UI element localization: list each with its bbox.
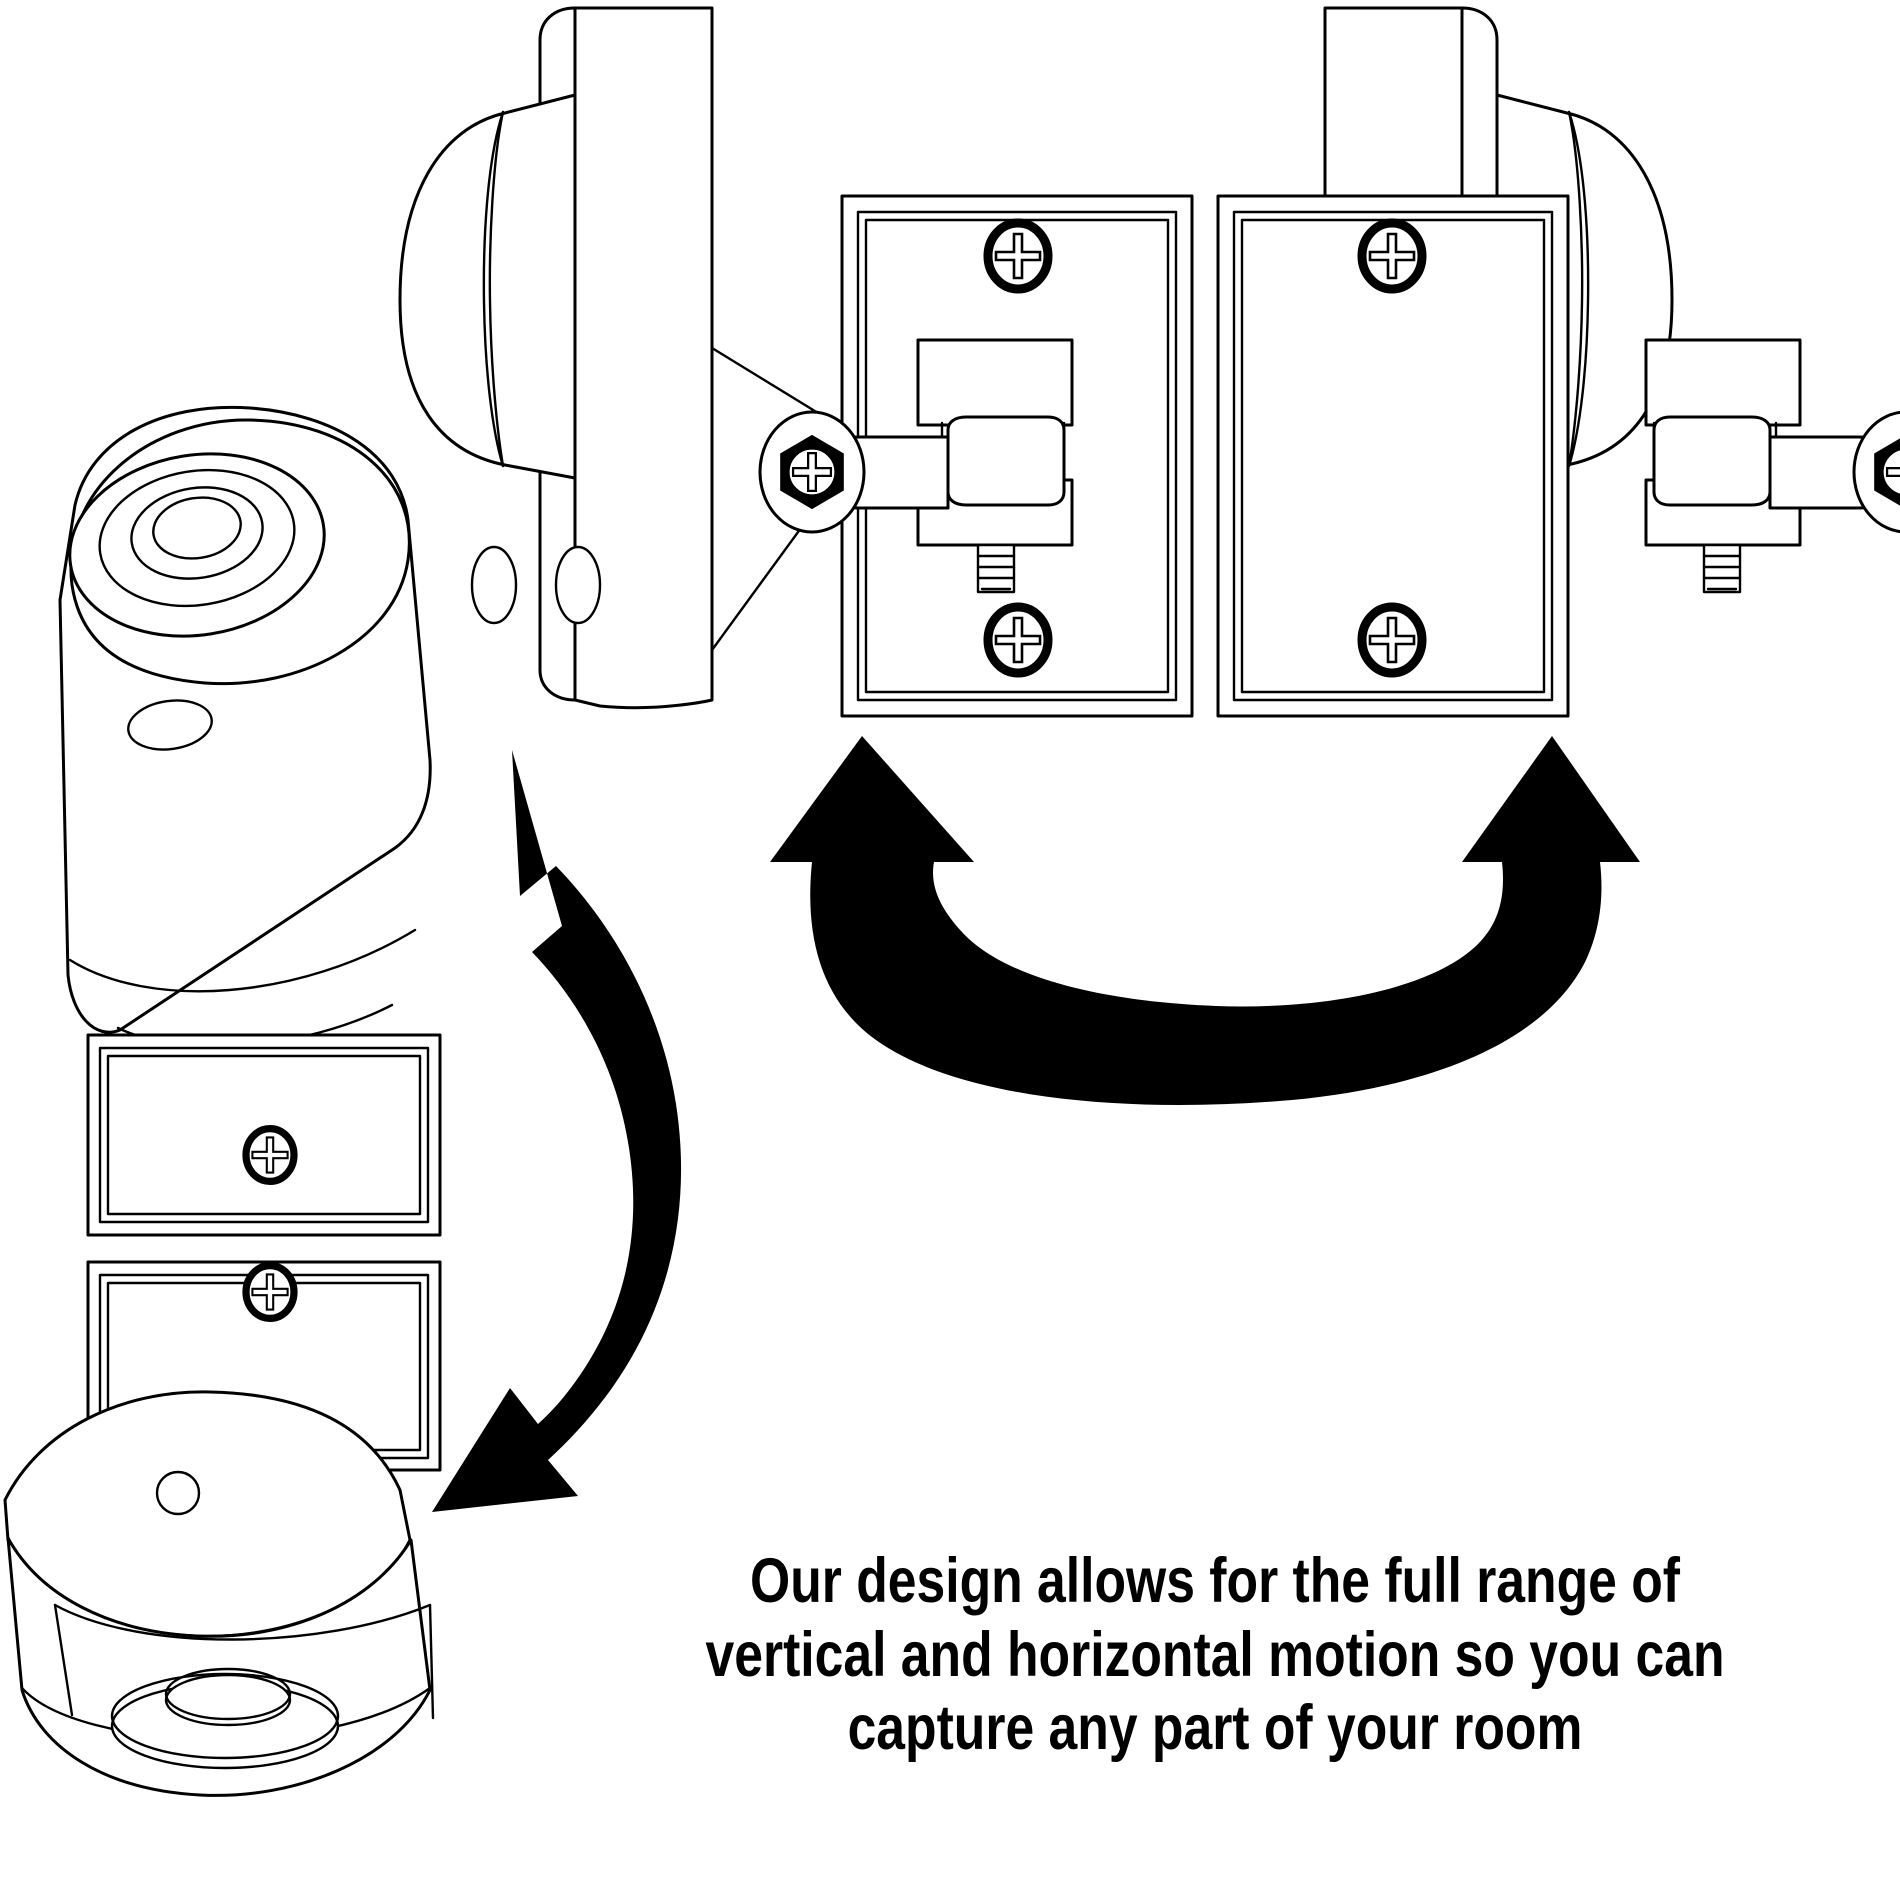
caption: Our design allows for the full range of … <box>678 1545 1752 1766</box>
swivel-bracket-left <box>710 338 1074 652</box>
horizontal-rotation-arrow <box>770 736 1640 1105</box>
vertical-rotation-arrow <box>432 750 682 1512</box>
phillips-screw <box>988 223 1048 289</box>
phillips-screw <box>1362 223 1422 289</box>
camera-lens-view-upper-left <box>58 405 432 1048</box>
threaded-post <box>976 543 1016 594</box>
swivel-bracket-right <box>1644 338 1900 594</box>
phillips-screw <box>246 1266 294 1319</box>
caption-line-1: Our design allows for the full range of <box>750 1546 1680 1616</box>
wall-mount-plate-upper-left <box>86 1033 442 1237</box>
camera-lens-view-lower-left <box>3 1390 435 1797</box>
wall-mount-plate-right <box>1216 194 1570 718</box>
caption-line-3: capture any part of your room <box>847 1693 1583 1764</box>
threaded-post <box>1702 543 1742 594</box>
caption-line-2: vertical and horizontal motion so you ca… <box>705 1619 1725 1690</box>
camera-side-profile-left <box>398 6 714 710</box>
phillips-screw <box>246 1129 294 1182</box>
phillips-screw <box>988 607 1048 673</box>
phillips-screw <box>1362 607 1422 673</box>
